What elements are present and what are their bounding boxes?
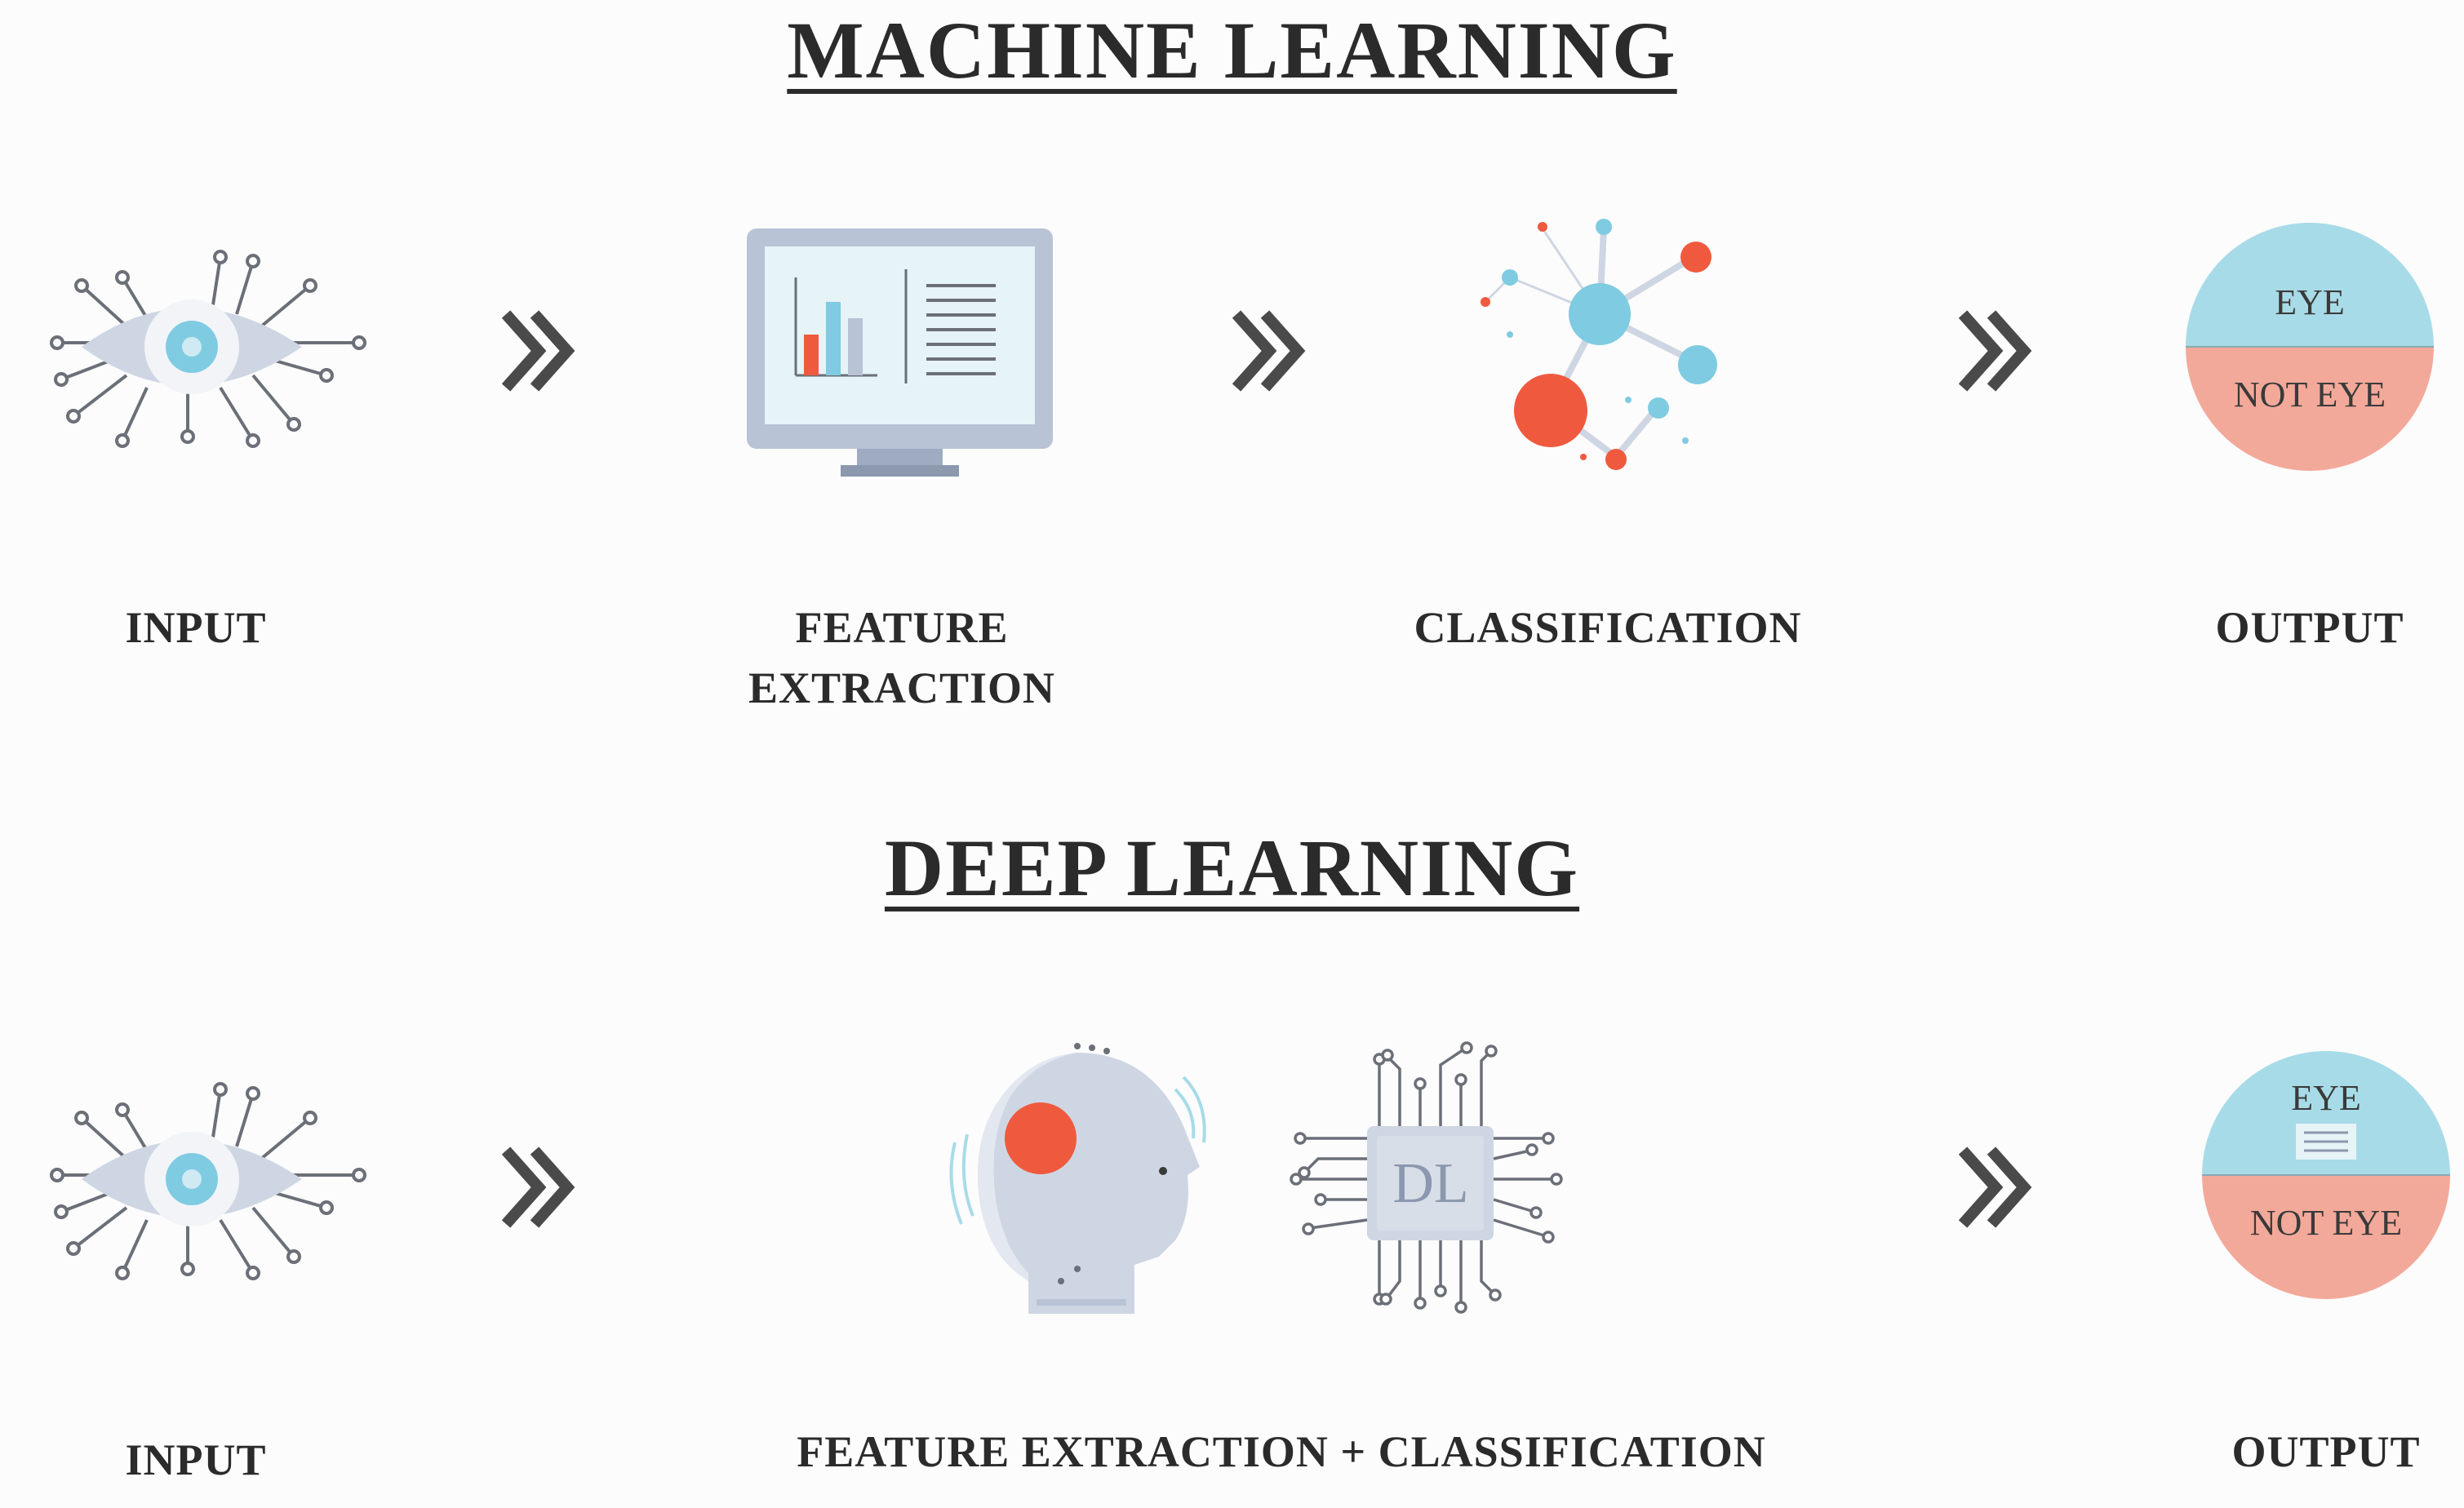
chevron-right-icon <box>1232 310 1306 392</box>
dl-combined-label: FEATURE EXTRACTION + CLASSIFICATION <box>797 1427 1766 1476</box>
eye-circuit-icon <box>50 250 366 448</box>
molecule-network-icon <box>1481 219 1717 470</box>
output-eye-label: EYE <box>2275 282 2345 322</box>
dl-input-label: INPUT <box>125 1435 267 1484</box>
ml-title: MACHINE LEARNING <box>787 5 1677 95</box>
chevron-right-icon <box>1959 1147 2032 1228</box>
output-eye-classifier: EYE NOT EYE <box>2186 223 2434 471</box>
ml-feature-line2: EXTRACTION <box>748 663 1056 712</box>
chevron-right-icon <box>1959 310 2032 392</box>
dl-chip-icon: DL <box>1290 1041 1563 1314</box>
robot-head-icon <box>949 1043 1206 1314</box>
output-eye-label: EYE <box>2291 1078 2361 1118</box>
output-eye-classifier: EYE NOT EYE <box>2202 1051 2450 1299</box>
chevron-right-icon <box>502 310 575 392</box>
ml-feature-extraction-label: FEATURE EXTRACTION <box>735 597 1069 718</box>
dl-title: DEEP LEARNING <box>884 823 1580 913</box>
output-not-eye-label: NOT EYE <box>2250 1203 2402 1243</box>
ml-feature-line1: FEATURE <box>795 603 1009 652</box>
ml-input-label: INPUT <box>125 603 267 652</box>
chip-dl-text: DL <box>1392 1152 1468 1215</box>
chevron-right-icon <box>502 1147 575 1228</box>
monitor-chart-icon <box>747 228 1053 477</box>
dl-output-label: OUTPUT <box>2231 1427 2421 1476</box>
output-not-eye-label: NOT EYE <box>2234 375 2386 415</box>
ml-classification-label: CLASSIFICATION <box>1414 603 1802 652</box>
eye-circuit-icon <box>50 1082 366 1280</box>
ml-output-label: OUTPUT <box>2215 603 2404 652</box>
